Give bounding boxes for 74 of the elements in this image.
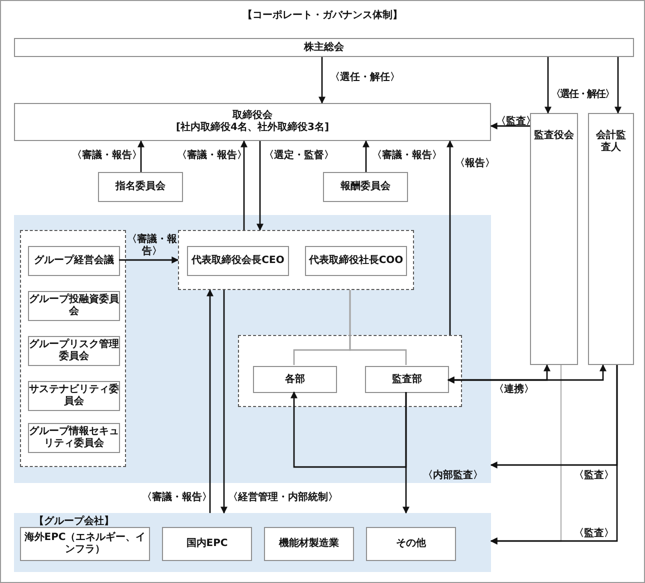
org-box	[305, 246, 407, 276]
org-box	[366, 527, 456, 561]
arrow	[402, 392, 410, 514]
org-box	[365, 366, 449, 393]
org-box	[14, 38, 634, 57]
org-box	[323, 172, 408, 202]
edge-label: 〈審議・報告〉	[142, 492, 212, 504]
box-label: 報酬委員会	[340, 181, 390, 193]
arrow	[256, 141, 264, 231]
edge-label: 〈監査〉	[496, 116, 536, 128]
group-band	[14, 513, 491, 572]
connector-line	[293, 290, 351, 365]
arrow	[614, 57, 622, 114]
edge-label: 〈経営管理・内部統制〉	[228, 492, 338, 504]
edge-label: 〈選任・解任〉	[330, 72, 400, 84]
edge-label: 〈審議・報告〉	[72, 150, 142, 162]
box-label: 代表取締役会長CEO	[192, 255, 284, 267]
box-label: グループリスク管理委員会	[29, 339, 119, 363]
org-box	[253, 366, 337, 393]
box-label: 各部	[285, 374, 305, 386]
box-label: 監査部	[392, 374, 422, 386]
edge-label: 〈連携〉	[494, 384, 534, 396]
arrow	[446, 140, 454, 335]
box-label: 機能材製造業	[279, 538, 339, 550]
box-label: サステナビリティ委員会	[29, 384, 119, 408]
box-label: 代表取締役社長COO	[308, 255, 404, 267]
org-box	[187, 246, 289, 276]
edge-label: 〈審議・報告〉	[372, 150, 442, 162]
arrow	[318, 57, 326, 104]
background-band	[14, 215, 491, 483]
box-label: 会計監査人	[596, 130, 626, 154]
box-label: 株主総会	[304, 42, 344, 54]
edge-label: 〈内部監査〉	[423, 470, 483, 482]
auditor-box	[530, 113, 578, 365]
arrow	[119, 256, 179, 264]
arrow	[138, 140, 144, 172]
box-label: 国内EPC	[186, 538, 228, 550]
edge-label: 〈審議・報告〉	[177, 150, 247, 162]
box-label: 取締役会	[232, 110, 272, 122]
arrow	[206, 289, 214, 513]
box-label: その他	[396, 538, 426, 550]
edge-label: 〈審議・報告〉	[126, 234, 178, 258]
arrow	[220, 290, 228, 514]
box-label: グループ投融資委員会	[29, 294, 119, 318]
arrow	[290, 391, 407, 468]
org-box	[98, 172, 183, 202]
group-frame	[178, 230, 414, 290]
edge-label: 〈選定・監督〉	[264, 150, 334, 162]
box-subtext: [社内取締役4名、社外取締役3名]	[176, 122, 330, 134]
org-box	[264, 527, 354, 561]
org-box	[162, 527, 252, 561]
box-label: 海外EPC（エネルギー、インフラ）	[23, 532, 147, 556]
edge-label: 〈報告〉	[455, 158, 495, 170]
org-box	[20, 527, 150, 561]
arrow	[447, 364, 606, 384]
group-frame	[20, 230, 126, 467]
edge-label: 〈監査〉	[574, 528, 614, 540]
band-heading: 【グループ会社】	[34, 516, 114, 528]
arrow	[490, 365, 618, 544]
group-frame	[238, 335, 462, 407]
box-label: グループ情報セキュリティ委員会	[29, 426, 119, 450]
auditor-box	[588, 113, 634, 365]
box-label: グループ経営会議	[34, 255, 114, 267]
org-box	[14, 103, 491, 141]
org-box	[28, 246, 120, 276]
arrow	[240, 140, 248, 230]
box-label: 監査役会	[534, 130, 574, 142]
edge-label: 〈選任・解任〉	[551, 89, 614, 101]
box-label: 指名委員会	[116, 181, 166, 193]
arrow	[362, 140, 370, 172]
arrow	[544, 57, 552, 114]
arrow	[490, 122, 530, 130]
edge-label: 〈監査〉	[574, 470, 614, 482]
title: 【コーポレート・ガバナンス体制】	[242, 10, 404, 22]
